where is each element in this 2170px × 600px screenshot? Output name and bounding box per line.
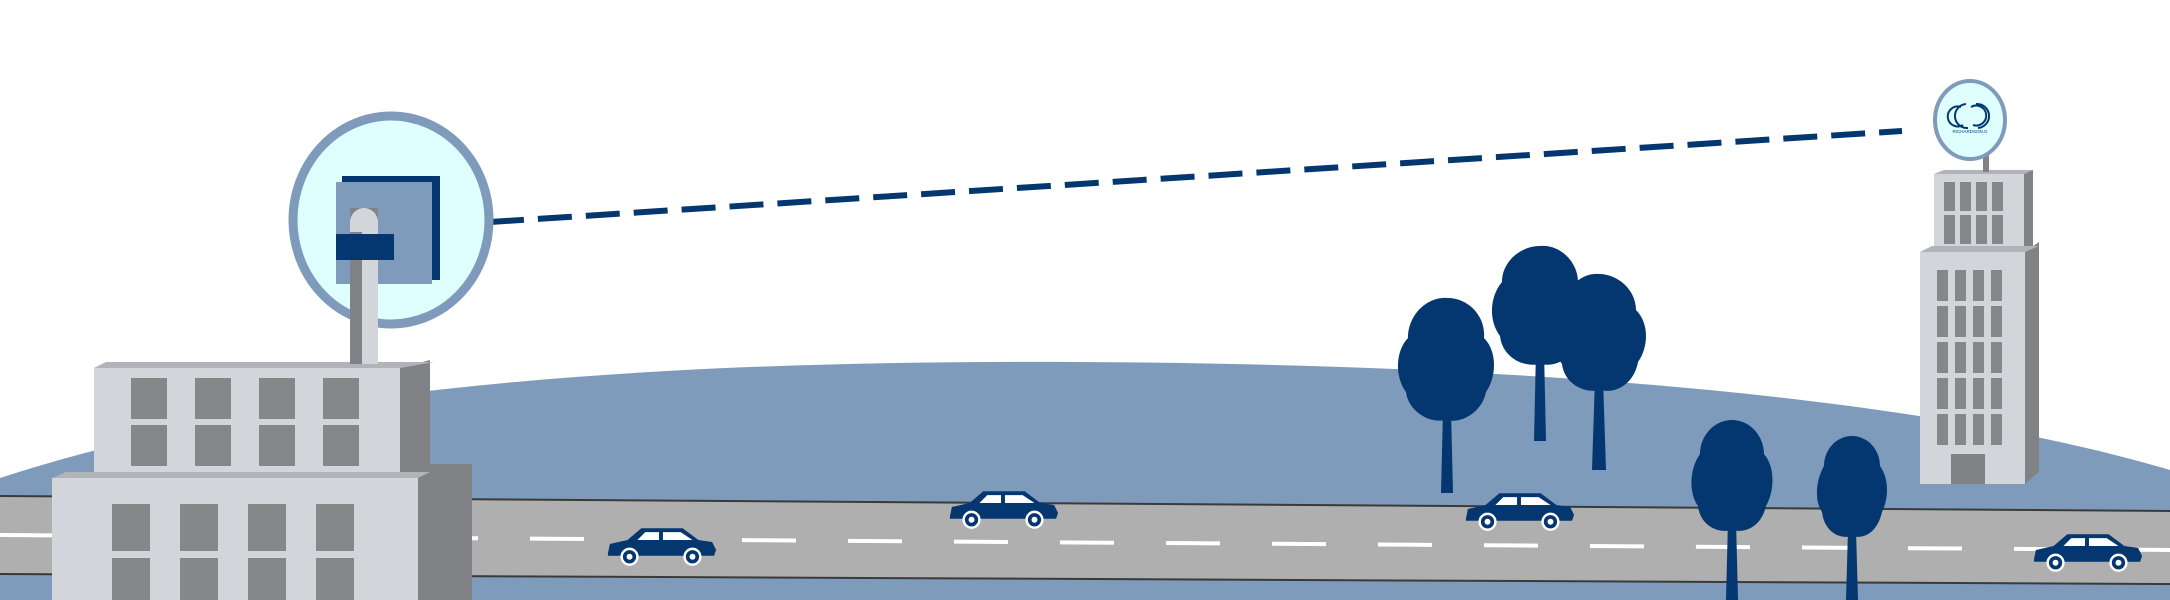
tree [1816,436,1887,600]
logo-icon: RICHARDSON.G [1946,102,1990,134]
tree [1553,273,1646,470]
logo-text: RICHARDSON.G [1952,129,1988,134]
office-building-icon [52,360,472,600]
radio-link-line [489,128,1903,225]
tree [1397,297,1494,493]
tower-building-icon [1920,170,2039,484]
tree [1691,420,1773,600]
satellite-dish-icon: RICHARDSON.G [1933,79,2007,172]
microwave-dish-icon [288,111,494,364]
